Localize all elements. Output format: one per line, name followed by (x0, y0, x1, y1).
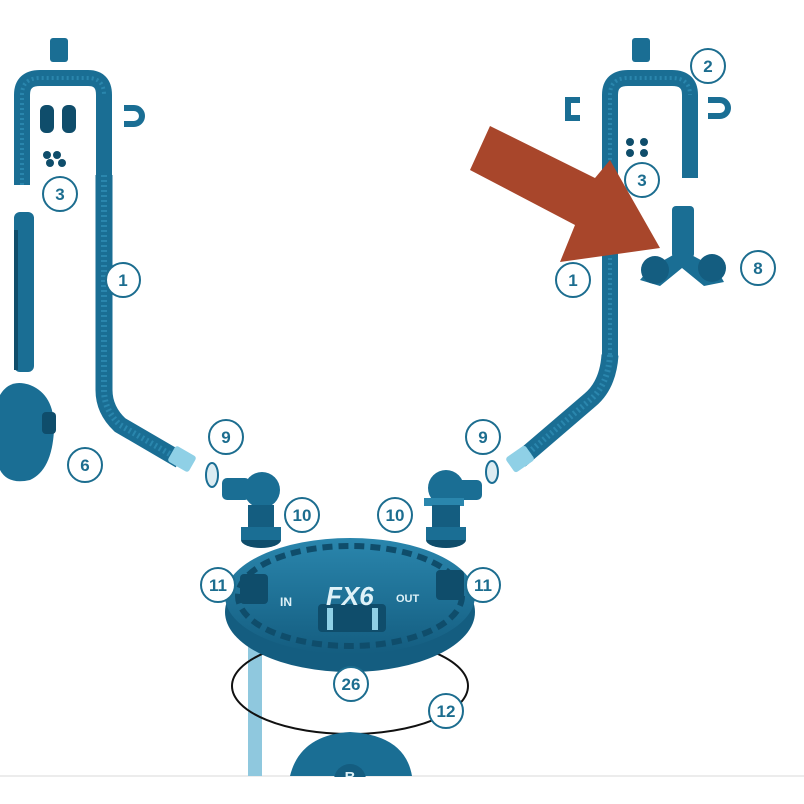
tube-end-right (506, 445, 534, 473)
callout-1-left: 1 (105, 262, 141, 298)
lid-in-label: IN (280, 595, 292, 609)
callout-2-right: 2 (690, 48, 726, 84)
callout-8-right: 8 (740, 250, 776, 286)
strainer-tube-left (14, 212, 34, 372)
suction-cup-left-1 (40, 105, 54, 133)
lid-brand-logo: FX6 (326, 581, 374, 611)
callout-9-left: 9 (208, 419, 244, 455)
clip-pad-left-a (43, 151, 51, 159)
hose-clamp-right (485, 460, 499, 484)
svg-text:10: 10 (386, 506, 405, 525)
valve-left-stem (248, 505, 274, 527)
clip-pad-right-d (640, 149, 648, 157)
clip-pad-left-c (58, 159, 66, 167)
callout-3-left: 3 (42, 176, 78, 212)
valve-right-handle (424, 498, 464, 506)
svg-text:26: 26 (342, 675, 361, 694)
svg-text:3: 3 (637, 171, 646, 190)
clip-left-ear (124, 105, 145, 127)
svg-text:10: 10 (293, 506, 312, 525)
u-bend-left (13, 70, 112, 185)
svg-text:11: 11 (474, 576, 492, 595)
lid-top (225, 538, 475, 654)
valve-right-stem (432, 505, 460, 527)
callout-12: 12 (428, 693, 464, 729)
u-bend-left-ribs (20, 76, 106, 185)
clip-right-ear-left (565, 97, 580, 121)
highlight-arrow (470, 126, 660, 262)
svg-text:8: 8 (753, 259, 762, 278)
clip-pad-right-a (626, 138, 634, 146)
pump-head-left (0, 382, 55, 482)
top-cap-left (50, 38, 68, 62)
callout-26: 26 (333, 666, 369, 702)
bottom-mask (0, 777, 804, 804)
valve-left-collar (241, 527, 281, 540)
valve-left-inlet (222, 478, 250, 500)
output-tube-right-ribs (518, 354, 613, 463)
suction-cup-left-2 (62, 105, 76, 133)
tube-end-left (168, 446, 196, 472)
callout-11-left: 11 (200, 567, 236, 603)
y-connector-stem (672, 206, 694, 258)
valve-right-body (428, 470, 464, 506)
svg-text:11: 11 (209, 576, 227, 595)
top-cap-right (632, 38, 650, 62)
lid-handle-recess (318, 604, 386, 632)
clip-pad-left-d (46, 159, 54, 167)
clip-right-ear-right (708, 97, 731, 119)
valve-right-collar (426, 527, 466, 540)
output-tube-right (514, 354, 619, 467)
lid-out-label: OUT (396, 593, 420, 605)
lid-handle-right (372, 608, 378, 630)
svg-text:3: 3 (55, 185, 64, 204)
callout-11-right: 11 (465, 567, 501, 603)
callout-1-right: 1 (555, 262, 591, 298)
svg-text:2: 2 (703, 57, 712, 76)
clip-pad-right-c (626, 149, 634, 157)
callout-3-right: 3 (624, 162, 660, 198)
port-nut-left (240, 574, 268, 604)
lid-handle-left (327, 608, 333, 630)
clip-pad-right-b (640, 138, 648, 146)
pump-head-left-knob (42, 412, 56, 434)
svg-text:9: 9 (221, 428, 230, 447)
y-connector-nozzle-left (641, 256, 669, 284)
svg-text:6: 6 (80, 456, 89, 475)
svg-text:9: 9 (478, 428, 487, 447)
callout-9-right: 9 (465, 419, 501, 455)
lower-part-partial (290, 732, 412, 776)
callout-10-right: 10 (377, 497, 413, 533)
u-bend-right-ribs (608, 76, 692, 360)
y-connector-nozzle-right (698, 254, 726, 282)
svg-text:1: 1 (118, 271, 127, 290)
callout-6-left: 6 (67, 447, 103, 483)
valve-left-body (244, 472, 280, 508)
svg-text:12: 12 (437, 702, 456, 721)
callout-10-left: 10 (284, 497, 320, 533)
intake-tube-left-ribs (101, 175, 182, 463)
svg-text:1: 1 (568, 271, 577, 290)
port-nut-right (436, 570, 464, 600)
hose-clamp-left (205, 462, 219, 488)
clip-pad-left-b (53, 151, 61, 159)
